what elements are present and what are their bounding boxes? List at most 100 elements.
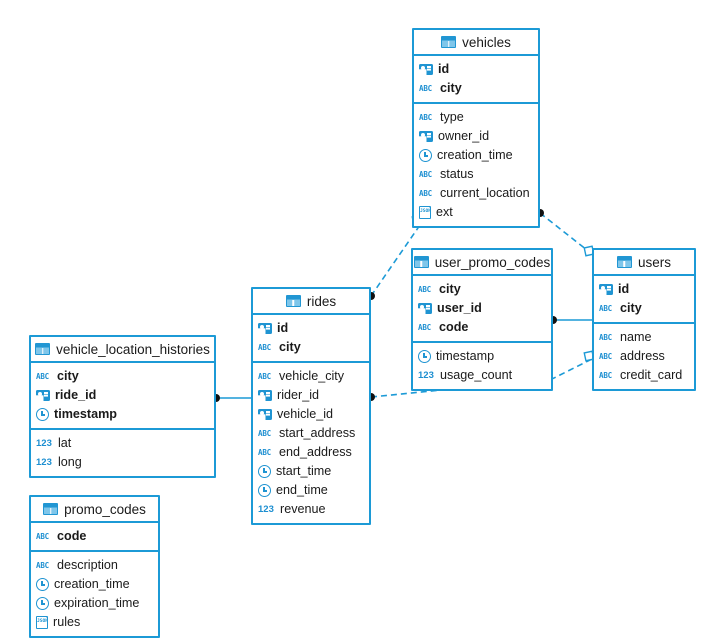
table-icon <box>616 256 632 268</box>
abc-icon: ABC <box>599 332 612 342</box>
abc-icon: ABC <box>418 284 431 294</box>
abc-icon: ABC <box>599 370 612 380</box>
column-name: city <box>620 301 642 315</box>
identity-icon <box>258 390 272 401</box>
table-column[interactable]: rider_id <box>253 386 369 405</box>
abc-icon: ABC <box>36 371 49 381</box>
column-name: city <box>57 369 79 383</box>
primary-key-column[interactable]: ABC city <box>31 367 214 386</box>
column-name: lat <box>58 436 72 450</box>
table-icon <box>43 503 59 515</box>
primary-key-column[interactable]: user_id <box>413 299 551 318</box>
column-name: vehicle_city <box>279 369 345 383</box>
column-name: type <box>440 110 464 124</box>
primary-key-column[interactable]: id <box>414 60 538 79</box>
primary-key-column[interactable]: id <box>594 280 694 299</box>
clock-icon <box>258 484 271 497</box>
table-title[interactable]: vehicles <box>414 30 538 56</box>
column-name: id <box>618 282 630 296</box>
table-title[interactable]: vehicle_location_histories <box>31 337 214 363</box>
column-name: ext <box>436 205 453 219</box>
table-column[interactable]: creation_time <box>31 575 158 594</box>
table-title[interactable]: promo_codes <box>31 497 158 523</box>
table-column[interactable]: creation_time <box>414 146 538 165</box>
table-title[interactable]: rides <box>253 289 369 315</box>
abc-icon: ABC <box>36 560 49 570</box>
json-icon: JSON <box>36 616 48 629</box>
abc-icon: ABC <box>419 188 432 198</box>
column-name: name <box>620 330 652 344</box>
table-name: vehicles <box>462 34 511 50</box>
table-name: users <box>637 254 671 270</box>
table-column[interactable]: start_time <box>253 462 369 481</box>
table-column[interactable]: timestamp <box>413 347 551 366</box>
table-title[interactable]: user_promo_codes <box>413 250 551 276</box>
table-column[interactable]: ABC credit_card <box>594 366 694 385</box>
relationship-vehicle-location-histories-to-rides[interactable] <box>212 394 251 402</box>
table-name: promo_codes <box>64 501 146 517</box>
table-icon <box>413 256 429 268</box>
table-column[interactable]: expiration_time <box>31 594 158 613</box>
abc-icon: ABC <box>419 169 432 179</box>
relationship-user-promo-codes-to-users[interactable] <box>549 316 592 324</box>
table-title[interactable]: users <box>594 250 694 276</box>
column-name: credit_card <box>620 368 683 382</box>
column-name: usage_count <box>440 368 513 382</box>
primary-key-column[interactable]: timestamp <box>31 405 214 424</box>
primary-key-column[interactable]: id <box>253 319 369 338</box>
column-name: owner_id <box>438 129 490 143</box>
clock-icon <box>36 597 49 610</box>
column-name: code <box>439 320 469 334</box>
table-name: vehicle_location_histories <box>56 341 210 357</box>
table-column[interactable]: end_time <box>253 481 369 500</box>
clock-icon <box>36 408 49 421</box>
identity-icon <box>419 131 433 142</box>
column-name: city <box>440 81 462 95</box>
column-name: start_time <box>276 464 332 478</box>
clock-icon <box>258 465 271 478</box>
abc-icon: ABC <box>599 351 612 361</box>
column-name: expiration_time <box>54 596 140 610</box>
table-column[interactable]: owner_id <box>414 127 538 146</box>
table-column[interactable]: ABC name <box>594 328 694 347</box>
table-column[interactable]: vehicle_id <box>253 405 369 424</box>
primary-key-column[interactable]: ride_id <box>31 386 214 405</box>
table-name: rides <box>306 293 337 309</box>
identity-icon <box>258 409 272 420</box>
clock-icon <box>36 578 49 591</box>
